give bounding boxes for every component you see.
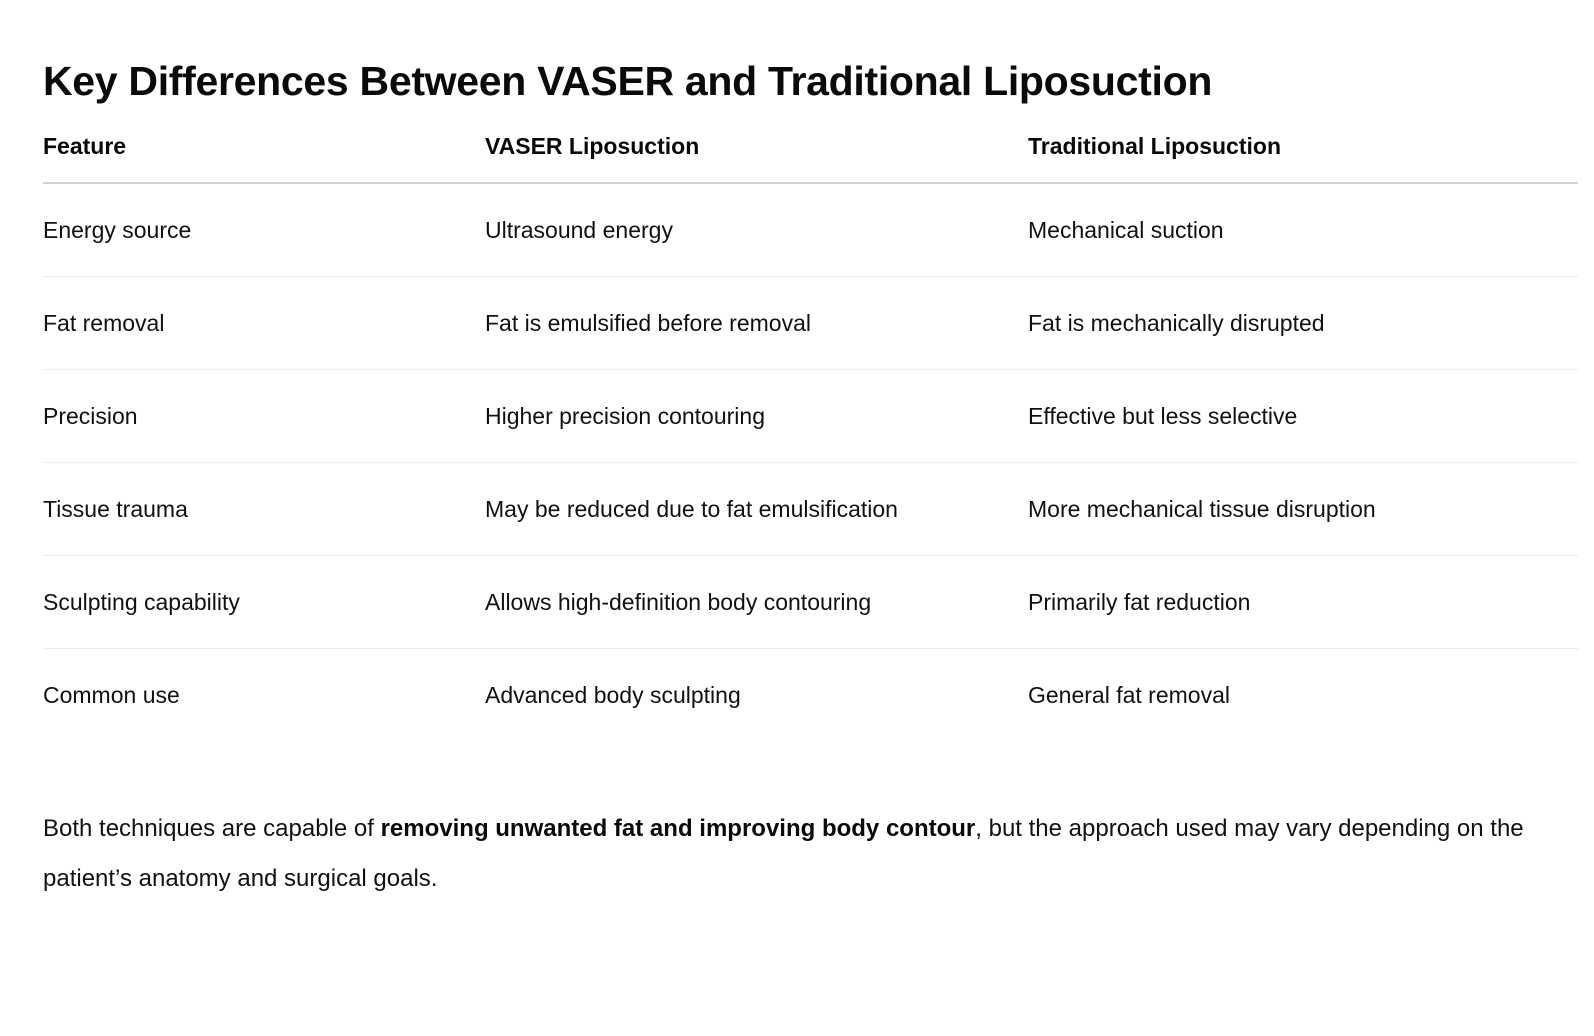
summary-paragraph: Both techniques are capable of removing …	[43, 741, 1543, 904]
cell-vaser: Higher precision contouring	[485, 369, 1028, 463]
page-title: Key Differences Between VASER and Tradit…	[43, 58, 1213, 104]
summary-emphasis: removing unwanted fat and improving body…	[380, 815, 976, 842]
column-header-vaser: VASER Liposuction	[485, 131, 1028, 184]
comparison-table: Feature VASER Liposuction Traditional Li…	[43, 131, 1578, 741]
cell-vaser: Advanced body sculpting	[485, 682, 741, 708]
table-row: Tissue trauma May be reduced due to fat …	[43, 462, 1578, 556]
cell-vaser: Allows high-definition body contouring	[485, 555, 1028, 649]
cell-traditional: Fat is mechanically disrupted	[1028, 276, 1578, 370]
column-header-traditional: Traditional Liposuction	[1028, 131, 1578, 184]
summary-tail: , but the approach used may vary dependi…	[43, 815, 1524, 892]
cell-feature: Fat removal	[43, 276, 485, 370]
cell-vaser: Ultrasound energy	[485, 183, 1028, 277]
summary-lead: Both techniques are capable of	[43, 815, 381, 842]
cell-feature: Energy source	[43, 183, 485, 277]
cell-traditional: More mechanical tissue disruption	[1028, 462, 1578, 556]
cell-vaser: Fat is emulsified before removal	[485, 276, 1028, 370]
cell-feature: Common use	[43, 682, 180, 708]
table-row: Energy source Ultrasound energy Mechanic…	[43, 183, 1578, 277]
cell-traditional: Effective but less selective	[1028, 369, 1578, 463]
cell-vaser: May be reduced due to fat emulsification	[485, 462, 1028, 556]
table-row: Precision Higher precision contouring Ef…	[43, 369, 1578, 463]
table-header-row: Feature VASER Liposuction Traditional Li…	[43, 131, 1578, 184]
cell-traditional: General fat removal	[1028, 682, 1230, 708]
table-row: Sculpting capability Allows high-definit…	[43, 555, 1578, 649]
table-header: Feature VASER Liposuction Traditional Li…	[43, 131, 1578, 184]
column-header-feature: Feature	[43, 131, 485, 184]
table-row: Fat removal Fat is emulsified before rem…	[43, 276, 1578, 370]
cell-traditional: Mechanical suction	[1028, 183, 1578, 277]
cell-feature: Sculpting capability	[43, 555, 485, 649]
cell-feature: Precision	[43, 369, 485, 463]
table-row: Common use Advanced body sculpting Gener…	[43, 649, 1578, 742]
cell-traditional: Primarily fat reduction	[1028, 555, 1578, 649]
table-body: Energy source Ultrasound energy Mechanic…	[43, 183, 1578, 741]
cell-feature: Tissue trauma	[43, 462, 485, 556]
